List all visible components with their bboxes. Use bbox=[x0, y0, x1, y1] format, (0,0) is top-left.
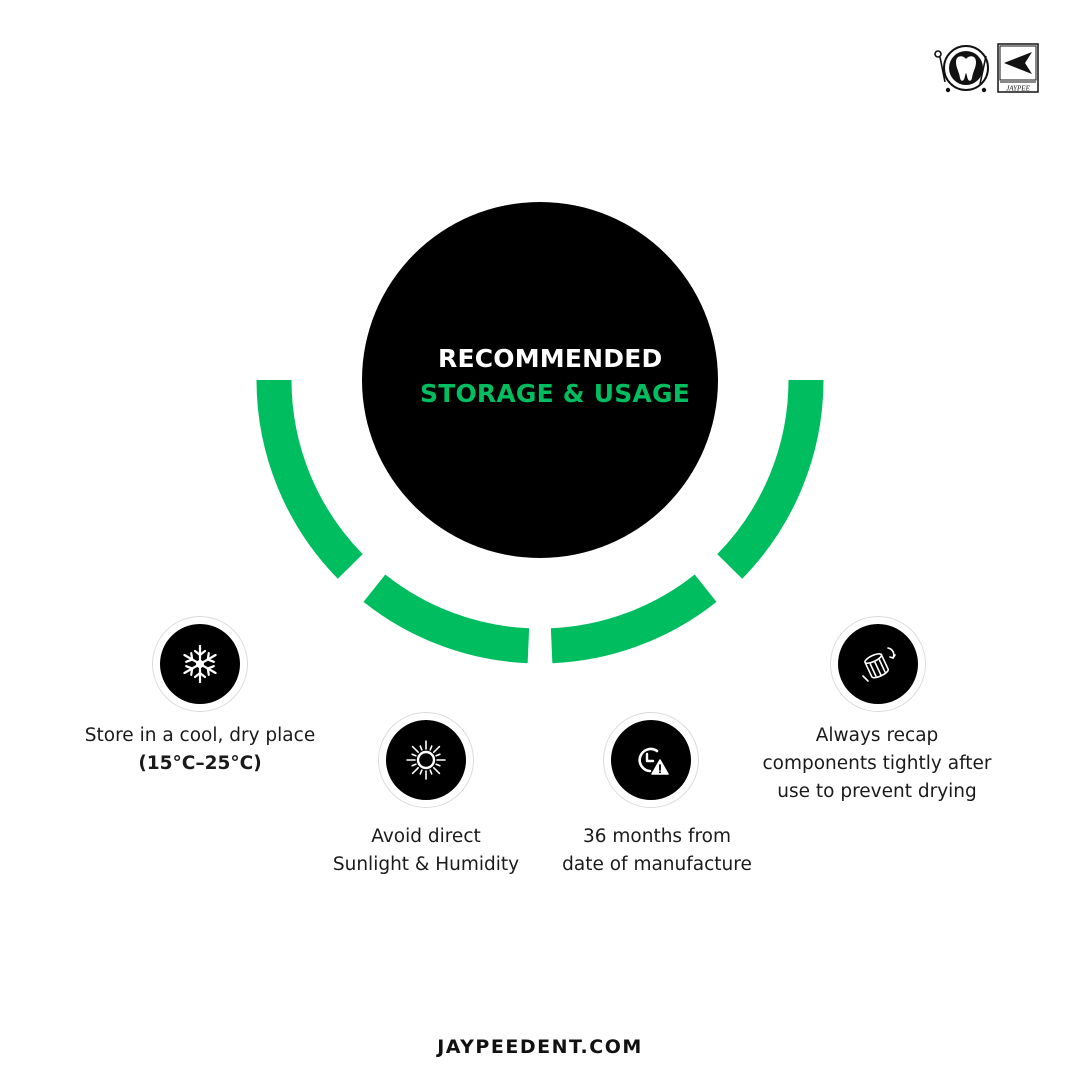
caption-recap-line-2: components tightly after bbox=[762, 753, 992, 774]
clock-warning-icon bbox=[638, 747, 669, 775]
snowflake-icon bbox=[180, 644, 220, 684]
jaypee-arrow-logo-icon bbox=[997, 43, 1039, 93]
caption-storage-temp-line-2: (15°C–25°C) bbox=[138, 753, 262, 774]
arc-segment-3 bbox=[550, 574, 717, 664]
caption-recap: Always recap components tightly after us… bbox=[742, 722, 1012, 806]
caption-sunlight: Avoid direct Sunlight & Humidity bbox=[306, 823, 546, 879]
brand-logos: JAYPEE bbox=[930, 42, 1042, 98]
recap-container-icon bbox=[862, 647, 896, 682]
caption-recap-line-1: Always recap bbox=[815, 725, 939, 746]
item-badge-sunlight bbox=[378, 712, 474, 808]
title-line-1: RECOMMENDED bbox=[438, 344, 663, 373]
center-circle bbox=[362, 202, 718, 558]
caption-recap-line-3: use to prevent drying bbox=[777, 781, 977, 802]
jaypee-logo-label: JAYPEE bbox=[1006, 85, 1030, 93]
caption-storage-temp: Store in a cool, dry place (15°C–25°C) bbox=[68, 722, 332, 778]
website-footer: JAYPEEDENT.COM bbox=[437, 1036, 643, 1058]
title-line-2: STORAGE & USAGE bbox=[420, 379, 690, 408]
item-badge-shelf-life bbox=[603, 712, 699, 808]
caption-shelf-life: 36 months from date of manufacture bbox=[537, 823, 777, 879]
tooth-logo-icon bbox=[934, 45, 989, 93]
caption-shelf-life-line-2: date of manufacture bbox=[562, 854, 752, 875]
sun-icon bbox=[406, 740, 446, 780]
caption-shelf-life-line-1: 36 months from bbox=[582, 826, 732, 847]
arc-segment-1 bbox=[256, 379, 363, 579]
caption-sunlight-line-1: Avoid direct bbox=[371, 826, 481, 847]
arc-segment-4 bbox=[717, 379, 824, 579]
caption-storage-temp-line-1: Store in a cool, dry place bbox=[84, 725, 316, 746]
caption-sunlight-line-2: Sunlight & Humidity bbox=[332, 854, 520, 875]
arc-segment-2 bbox=[363, 574, 530, 664]
item-badge-storage-temp bbox=[152, 616, 248, 712]
item-badge-recap bbox=[830, 616, 926, 712]
